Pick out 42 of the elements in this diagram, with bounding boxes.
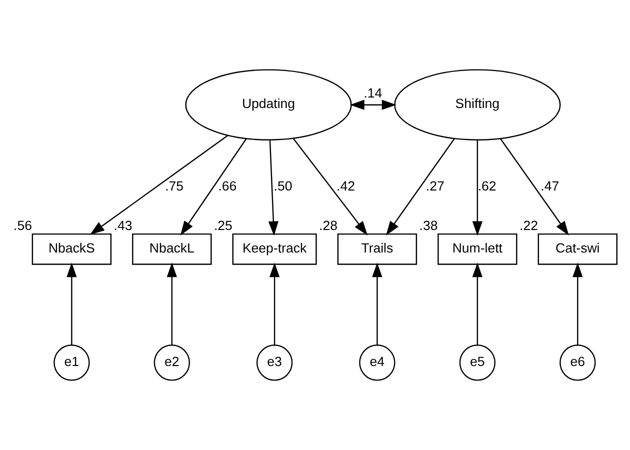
node-ellipse: Shifting <box>394 69 561 140</box>
node-label: .22 <box>520 218 538 234</box>
arrow <box>386 138 455 236</box>
node-box: Cat-swi <box>538 233 618 265</box>
edge-label: .50 <box>274 178 292 194</box>
node-circle: e1 <box>54 344 90 381</box>
arrow <box>269 262 280 345</box>
node-label: .28 <box>319 218 338 234</box>
edge-label: .75 <box>165 178 184 194</box>
node-label: .56 <box>14 218 32 234</box>
arrow <box>292 138 368 236</box>
node-box: Trails <box>337 233 418 265</box>
node-label: .25 <box>214 218 232 234</box>
edge-label: .14 <box>364 85 382 100</box>
node-label: .43 <box>114 218 132 234</box>
edge-label: .47 <box>540 178 560 194</box>
edge-label: .62 <box>478 178 496 194</box>
edge-label: .42 <box>336 178 356 194</box>
node-circle: e4 <box>359 344 396 381</box>
arrow <box>66 262 77 345</box>
arrow <box>350 100 396 110</box>
arrow <box>500 138 569 236</box>
node-box: Num-lett <box>438 233 518 265</box>
arrow <box>180 138 247 236</box>
node-box: NbackS <box>32 233 112 265</box>
arrow <box>166 262 177 345</box>
node-box: NbackL <box>132 233 212 265</box>
node-circle: e3 <box>256 344 293 381</box>
edge-label: .66 <box>218 178 237 194</box>
arrow <box>90 134 228 235</box>
arrow <box>472 140 482 236</box>
arrow <box>268 140 278 236</box>
arrow <box>472 262 482 345</box>
edge-label: .27 <box>426 178 444 194</box>
arrow <box>372 262 382 345</box>
arrow <box>572 262 583 345</box>
node-circle: e6 <box>560 344 596 381</box>
node-label: .38 <box>419 218 438 234</box>
node-circle: e5 <box>459 344 496 381</box>
node-ellipse: Updating <box>185 69 352 140</box>
node-circle: e2 <box>154 344 190 381</box>
node-box: Keep-track <box>232 233 317 265</box>
